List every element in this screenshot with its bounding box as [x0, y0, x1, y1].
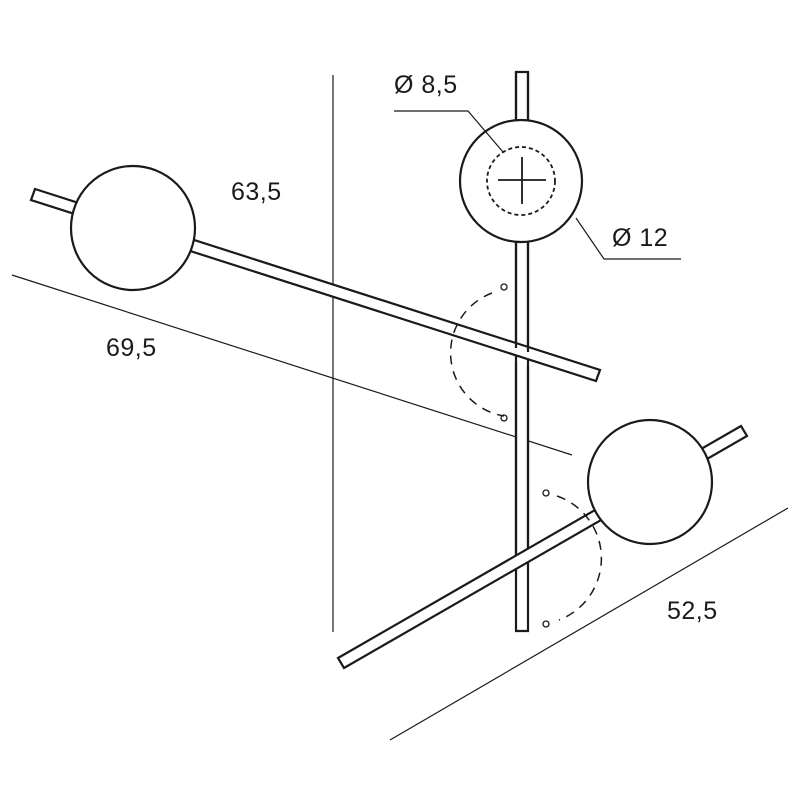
inner-diameter-circle	[486, 146, 556, 216]
pivot-point-icon	[500, 414, 508, 422]
left-arm-dimension-line	[11, 274, 573, 456]
outer-diameter-label: Ø 12	[612, 224, 669, 252]
pivot-point-icon	[542, 620, 550, 628]
lower-rotation-arc	[542, 489, 603, 628]
outer-diameter-leader	[575, 217, 681, 260]
pivot-point-icon	[500, 283, 508, 291]
pivot-point-icon	[542, 489, 550, 497]
right-globe	[586, 418, 714, 546]
height-dimension-label: 63,5	[231, 178, 282, 206]
left-arm-dimension-label: 69,5	[106, 334, 157, 362]
inner-diameter-leader	[394, 110, 504, 153]
inner-diameter-label: Ø 8,5	[394, 71, 458, 99]
left-globe	[69, 164, 197, 292]
upper-rotation-arc	[449, 283, 508, 422]
top-mounting-disc	[458, 118, 584, 244]
right-arm-dimension-line	[389, 507, 789, 741]
right-arm-dimension-label: 52,5	[667, 597, 718, 625]
